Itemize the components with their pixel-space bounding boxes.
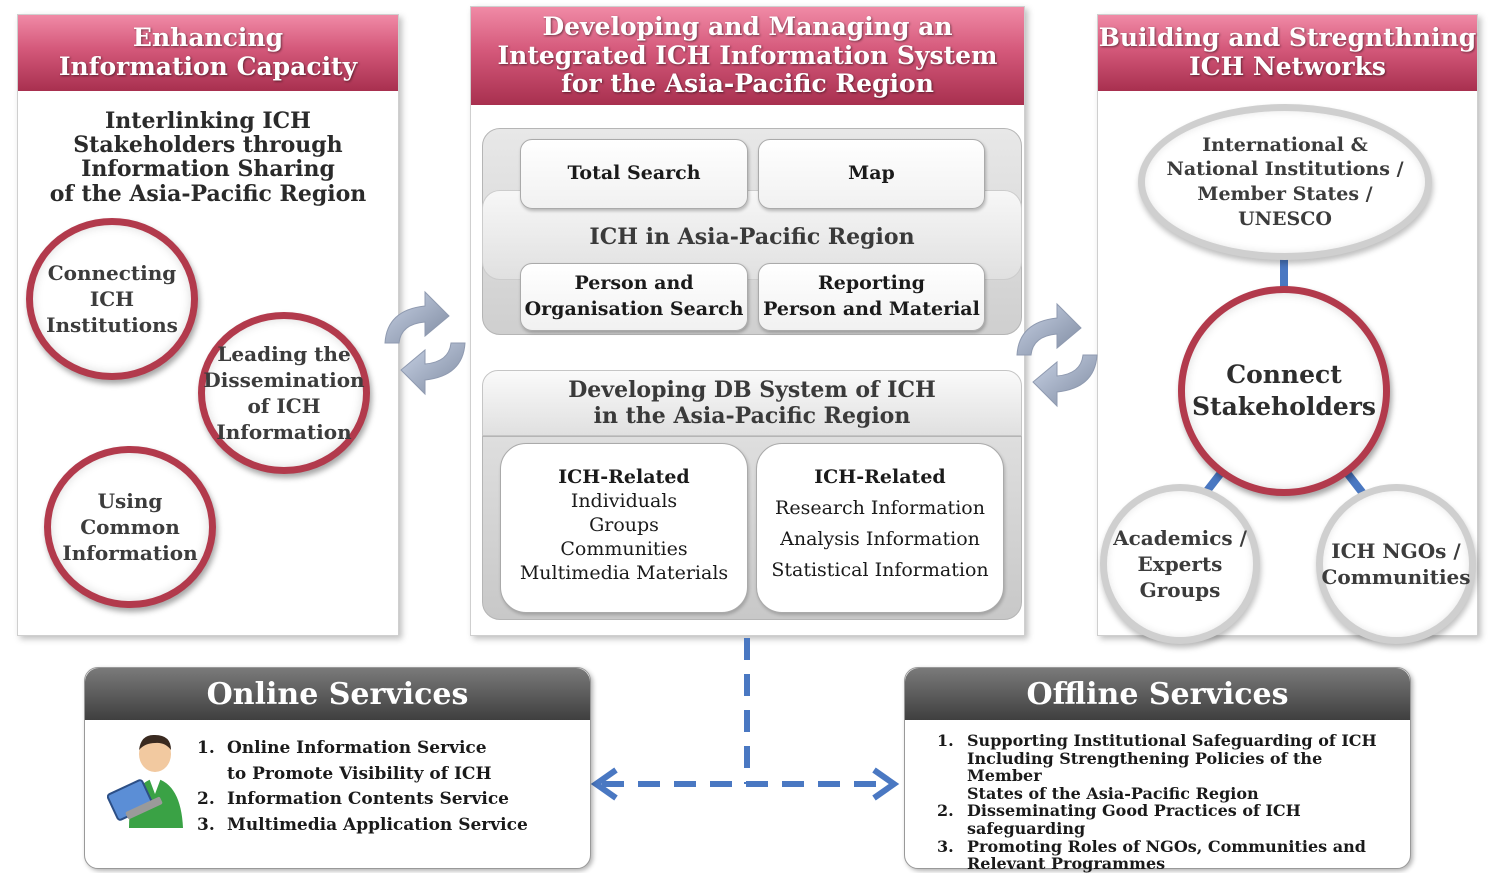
list-text: Disseminating Good Practices of ICH safe… (967, 801, 1301, 838)
reporting-label: Reporting Person and Material (763, 272, 980, 320)
offline-services-list: 1. Supporting Institutional Safeguarding… (937, 732, 1402, 873)
total-search-button[interactable]: Total Search (520, 139, 748, 209)
person-search-label: Person and Organisation Search (524, 272, 744, 320)
list-item: 2. Information Contents Service (197, 787, 528, 813)
db-right-heading: ICH-Related (814, 466, 946, 488)
map-button[interactable]: Map (758, 139, 985, 209)
list-item: 3. Promoting Roles of NGOs, Communities … (937, 836, 1402, 873)
cycle-arrows-icon (384, 290, 466, 396)
db-right-item: Research Information (775, 497, 985, 519)
db-left-item: Communities (560, 538, 688, 560)
list-text: Online Information Service to Promote Vi… (227, 738, 492, 784)
list-number: 1. (197, 738, 215, 758)
db-title-band: Developing DB System of ICH in the Asia-… (482, 370, 1022, 436)
list-item: 2. Disseminating Good Practices of ICH s… (937, 802, 1402, 837)
circle-leading-dissemination: Leading the Dissemination of ICH Informa… (198, 312, 370, 474)
right-panel-title: Building and Stregnthning ICH Networks (1098, 23, 1477, 81)
list-number: 2. (937, 801, 954, 821)
reporting-button[interactable]: Reporting Person and Material (758, 263, 985, 331)
list-item: 3. Multimedia Application Service (197, 813, 528, 839)
db-right-card: ICH-Related Research Information Analysi… (756, 443, 1004, 613)
db-left-item: Groups (589, 514, 659, 536)
total-search-label: Total Search (567, 162, 701, 185)
db-title: Developing DB System of ICH in the Asia-… (568, 376, 936, 429)
arrow-left (590, 767, 618, 801)
center-panel-title: Developing and Managing an Integrated IC… (497, 11, 998, 99)
arrow-right (872, 767, 900, 801)
list-text: Supporting Institutional Safeguarding of… (967, 731, 1377, 803)
list-number: 3. (937, 836, 954, 856)
offline-services-panel: Offline Services 1. Supporting Instituti… (904, 667, 1411, 873)
online-services-list: 1. Online Information Service to Promote… (197, 736, 528, 838)
ich-region-label: ICH in Asia-Pacific Region (589, 224, 915, 250)
node-label: ICH NGOs / Communities (1321, 539, 1471, 589)
node-label: International & National Institutions / … (1166, 133, 1404, 230)
map-label: Map (848, 162, 895, 185)
service-connectors (590, 638, 900, 801)
list-text: Information Contents Service (227, 789, 510, 809)
db-left-item: Individuals (570, 490, 678, 512)
offline-services-header: Offline Services (905, 668, 1410, 720)
circle-label: Connecting ICH Institutions (46, 261, 178, 337)
left-panel-header: Enhancing Information Capacity (18, 15, 398, 91)
db-left-item: Multimedia Materials (519, 562, 729, 584)
right-panel-header: Building and Stregnthning ICH Networks (1098, 15, 1477, 91)
offline-services-title: Offline Services (1026, 676, 1289, 712)
person-organisation-search-button[interactable]: Person and Organisation Search (520, 263, 748, 331)
list-number: 2. (197, 789, 215, 809)
node-ich-ngos: ICH NGOs / Communities (1316, 484, 1476, 644)
db-left-card: ICH-Related Individuals Groups Communiti… (500, 443, 748, 613)
node-label: Academics / Experts Groups (1113, 526, 1247, 602)
node-connect-stakeholders: Connect Stakeholders (1178, 286, 1390, 496)
list-item: 1. Supporting Institutional Safeguarding… (937, 732, 1402, 802)
list-number: 1. (937, 731, 954, 750)
left-panel-title: Enhancing Information Capacity (58, 23, 358, 81)
center-panel-header: Developing and Managing an Integrated IC… (471, 7, 1024, 105)
list-text: Promoting Roles of NGOs, Communities and… (967, 836, 1366, 873)
online-services-header: Online Services (85, 668, 590, 720)
cycle-arrows-icon (1016, 302, 1098, 408)
online-services-title: Online Services (206, 676, 469, 712)
circle-connecting-ich-institutions: Connecting ICH Institutions (26, 218, 198, 380)
circle-label: Using Common Information (62, 489, 198, 565)
list-item: 1. Online Information Service to Promote… (197, 736, 528, 787)
node-label: Connect Stakeholders (1191, 359, 1376, 422)
db-left-heading: ICH-Related (558, 466, 690, 488)
left-panel-subtitle: Interlinking ICH Stakeholders through In… (49, 108, 367, 207)
user-laptop-icon (107, 734, 183, 828)
circle-label: Leading the Dissemination of ICH Informa… (203, 342, 365, 444)
list-number: 3. (197, 814, 215, 835)
node-academics-experts: Academics / Experts Groups (1100, 484, 1260, 644)
online-services-panel: Online Services 1. Online Information Se… (84, 667, 591, 869)
db-right-item: Statistical Information (771, 559, 989, 581)
circle-using-common-information: Using Common Information (44, 446, 216, 608)
db-right-item: Analysis Information (780, 528, 980, 550)
list-text: Multimedia Application Service (227, 814, 528, 835)
node-international-institutions: International & National Institutions / … (1138, 104, 1432, 260)
